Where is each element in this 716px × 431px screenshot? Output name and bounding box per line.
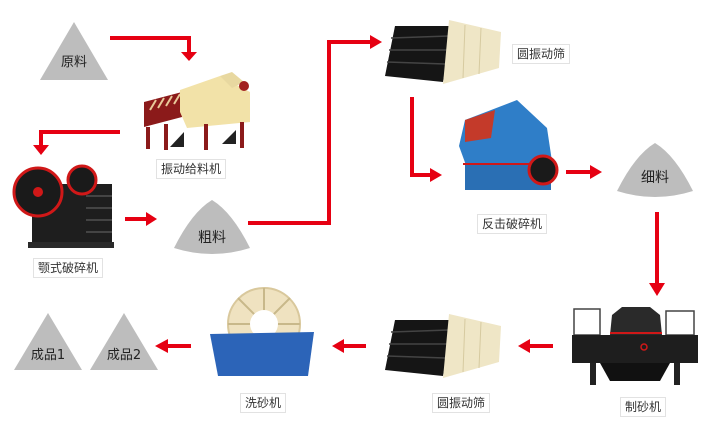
impact-crusher-label: 反击破碎机: [477, 214, 548, 234]
circular-screen-top-label: 圆振动筛: [512, 44, 571, 64]
pile-product-1-label: 成品1: [30, 348, 66, 363]
sand-washer-icon: [210, 287, 314, 376]
vibrating-feeder-icon: [144, 72, 250, 150]
jaw-crusher-icon: [12, 164, 114, 248]
circular-screen-icon: [385, 314, 501, 378]
pile-product-2-label: 成品2: [106, 348, 142, 363]
pile-fine-material-label: 细料: [641, 170, 669, 186]
sand-washer-label: 洗砂机: [240, 393, 287, 413]
impact-crusher-icon: [459, 100, 559, 190]
circular-screen-icon: [385, 20, 501, 84]
circular-screen-bottom-label: 圆振动筛: [432, 393, 491, 413]
jaw-crusher-label: 颚式破碎机: [33, 258, 104, 278]
sand-maker-icon: [572, 307, 698, 385]
vibrating-feeder-label: 振动给料机: [156, 159, 227, 179]
pile-coarse-material-label: 粗料: [198, 230, 226, 246]
pile-raw-material-label: 原料: [60, 55, 87, 70]
sand-maker-label: 制砂机: [620, 397, 667, 417]
